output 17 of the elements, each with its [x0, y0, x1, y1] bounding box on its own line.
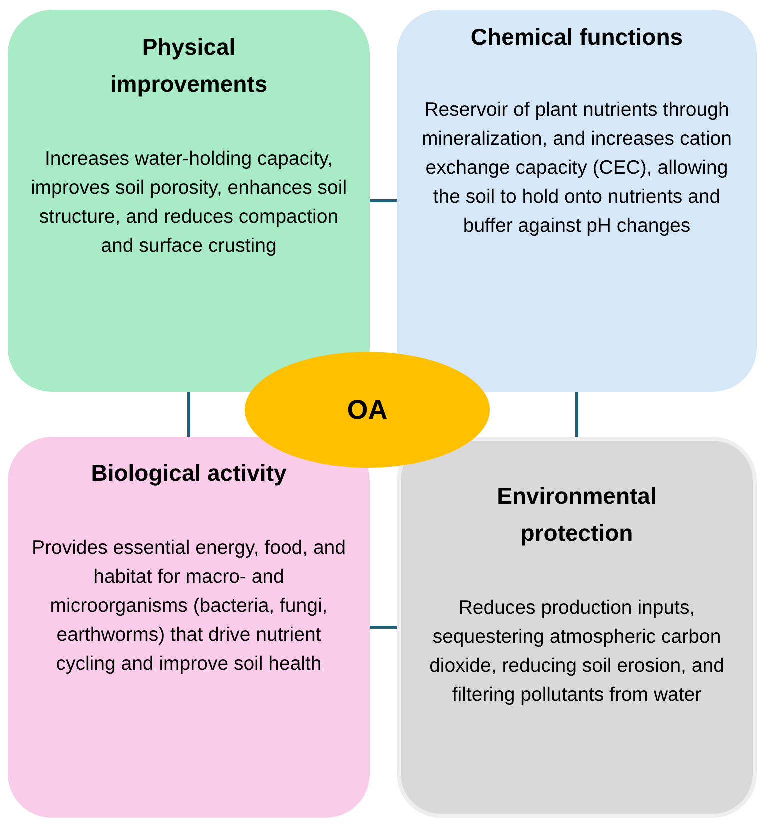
card-description: Reservoir of plant nutrients through mineralization, and increases cation exchange capacity (CEC), allowing the soil to hold onto nutrients and buffer against pH changes: [420, 98, 733, 239]
card-description: Increases water-holding capacity, improves soil porosity, enhances soil structure, and reduces compaction and surface crusting: [30, 147, 348, 259]
category-card: [397, 437, 757, 818]
connector-line: [370, 626, 397, 629]
card-heading: Physical improvements: [109, 33, 269, 99]
ellipse-label: OA: [347, 394, 388, 426]
connector-line: [370, 200, 397, 202]
card-heading: Environmental protection: [496, 482, 658, 548]
card-description: Provides essential energy, food, and habitat for macro- and microorganisms (bacteria, fungi, earthworms) that drive nutrient cycling and improve soil health: [31, 536, 347, 677]
card-heading: Biological activity: [91, 459, 287, 488]
category-card: [8, 437, 370, 818]
connector-line: [576, 392, 578, 437]
category-card: [8, 10, 370, 392]
category-card: [397, 10, 757, 392]
card-description: Reduces production inputs, sequestering atmospheric carbon dioxide, reducing soil erosion, and filtering pollutants from water: [428, 596, 726, 708]
connector-line: [188, 392, 190, 437]
card-heading: Chemical functions: [470, 23, 684, 52]
